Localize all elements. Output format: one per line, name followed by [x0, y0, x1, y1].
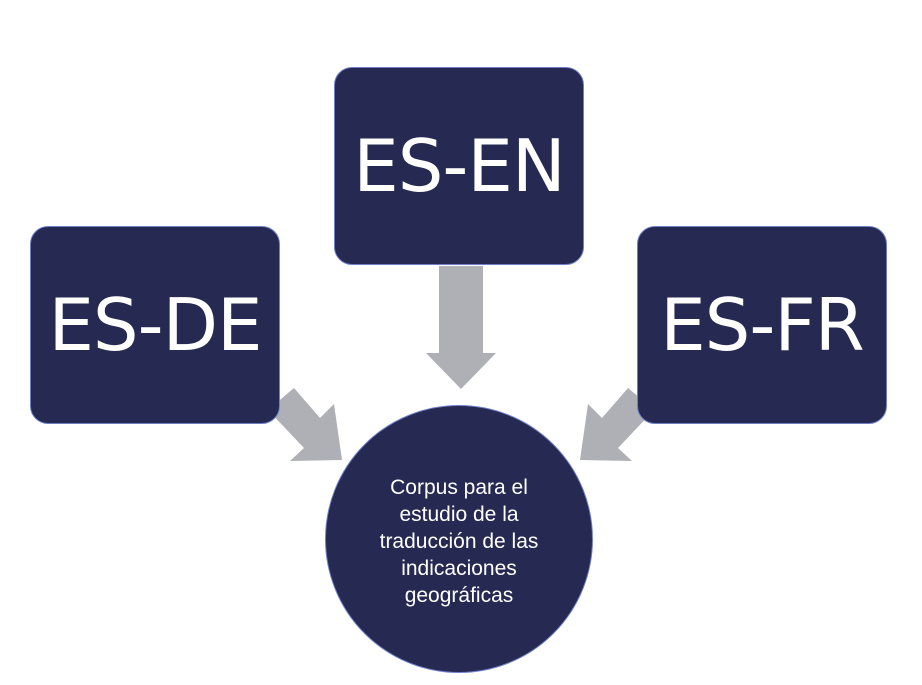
node-es-en: ES-EN: [334, 67, 584, 265]
node-es-fr: ES-FR: [637, 226, 887, 424]
node-es-de: ES-DE: [30, 226, 280, 424]
arrow-es-en-to-center: [426, 266, 496, 389]
center-node: Corpus para el estudio de la traducción …: [325, 405, 593, 673]
node-es-de-label: ES-DE: [48, 283, 262, 367]
center-node-label: Corpus para el estudio de la traducción …: [379, 475, 539, 607]
arrow-es-de-to-center: [268, 388, 342, 461]
node-es-en-label: ES-EN: [353, 124, 566, 208]
arrow-es-fr-to-center: [580, 388, 654, 461]
node-es-fr-label: ES-FR: [660, 283, 865, 367]
